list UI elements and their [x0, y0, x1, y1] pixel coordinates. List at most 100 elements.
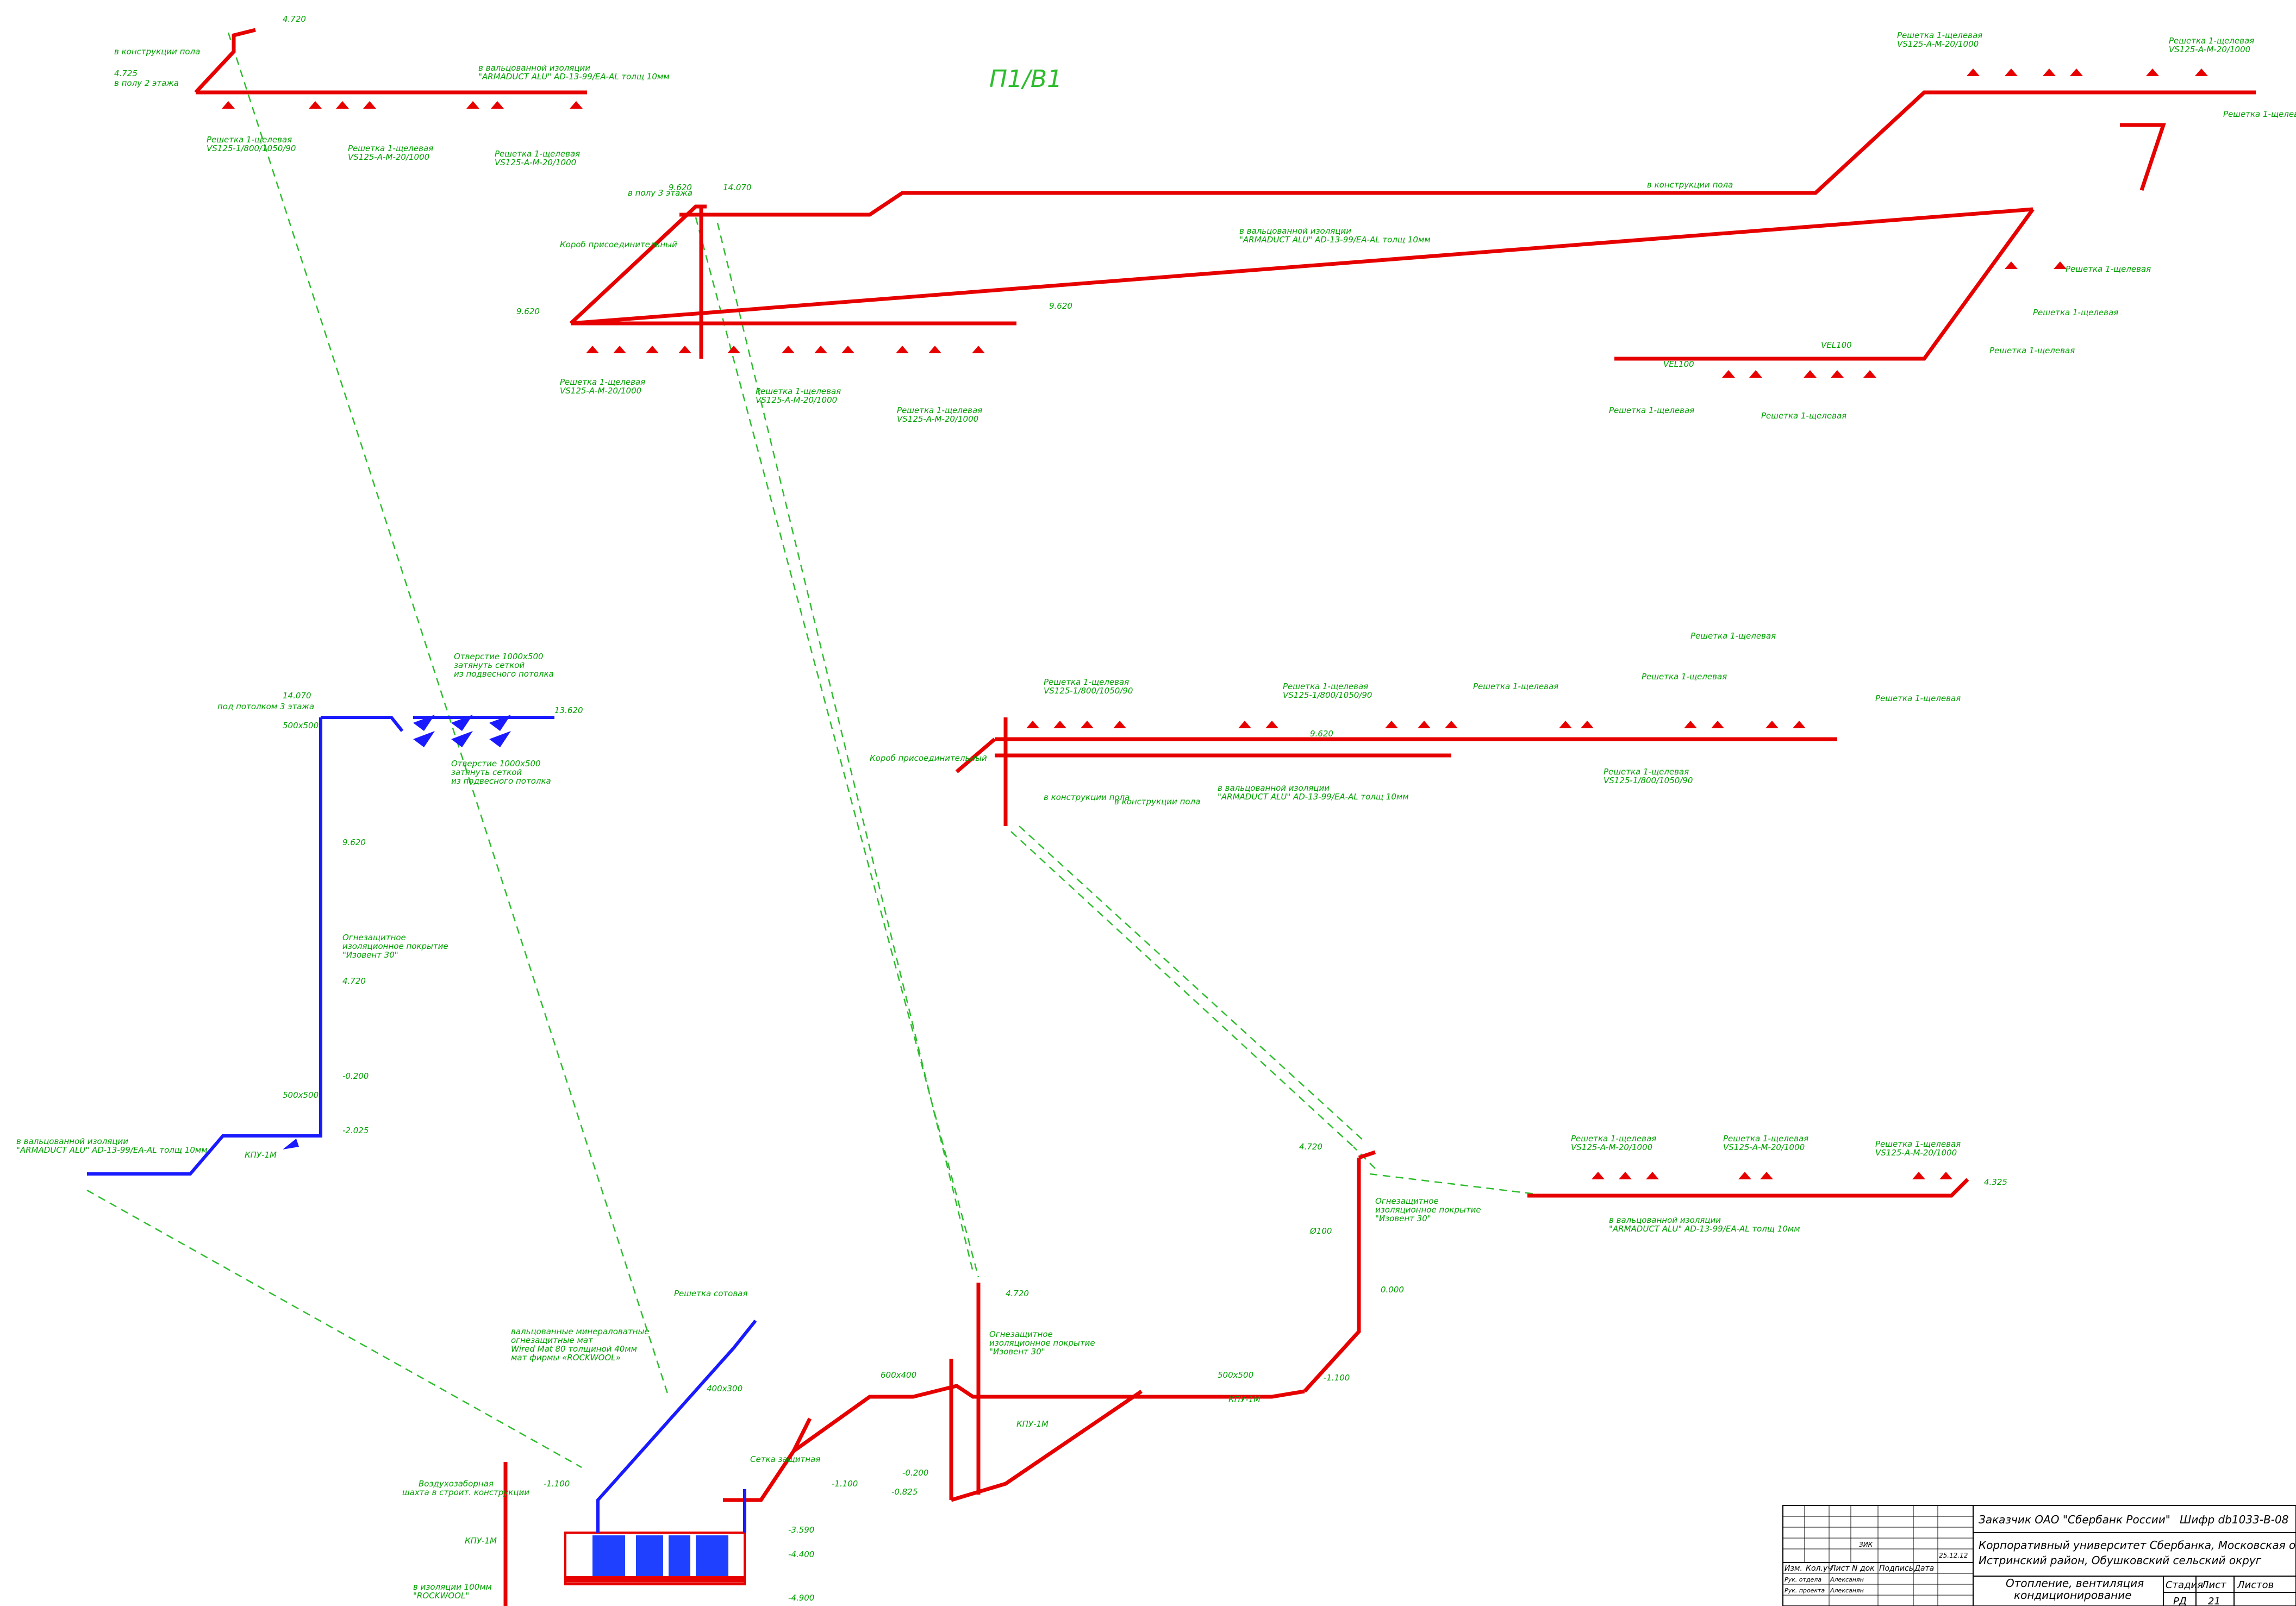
- size-label: 500х500: [283, 1090, 319, 1100]
- grille-label: Решетка 1-щелевая: [2169, 36, 2254, 46]
- col-sheet: Лист: [2201, 1579, 2226, 1591]
- elevation-label: 0.000: [1381, 1285, 1404, 1295]
- shaft-label: Воздухозаборная: [419, 1479, 494, 1489]
- grille-label: Решетка 1-щелевая: [560, 377, 645, 387]
- elevation-label: -4.400: [788, 1549, 814, 1559]
- damper-label: КПУ-1М: [1016, 1419, 1049, 1429]
- grille-label: Решетка 1-щелевая: [1571, 1134, 1656, 1143]
- grille-spec-label: VS125-A-M-20/1000: [1875, 1148, 1957, 1158]
- elevation-label: -3.590: [788, 1525, 814, 1535]
- grille-label: Решетка 1-щелевая: [1473, 682, 1558, 691]
- elevation-label: 9.620: [516, 307, 540, 316]
- insulation-label: в вальцованной изоляции: [1609, 1215, 1721, 1225]
- note-label: в конструкции пола: [1114, 797, 1200, 807]
- grille-spec-label: VS125-1/800/1050/90: [207, 143, 296, 153]
- grille-label: Решетка 1-щелевая: [756, 386, 841, 396]
- note-label: в полу 2 этажа: [114, 78, 179, 88]
- grille-spec-label: VS125-1/800/1050/90: [1044, 686, 1133, 696]
- insulation-label: в вальцованной изоляции: [16, 1136, 128, 1146]
- grille-label: Решетка 1-щелевая: [1283, 682, 1368, 691]
- fire-coating-note: изоляционное покрытие: [342, 941, 448, 951]
- valve-label: VEL100: [1821, 340, 1852, 350]
- insulation-spec-label: "ARMADUCT ALU" AD-13-99/EA-AL толщ 10мм: [16, 1145, 208, 1155]
- customer-label: Заказчик ОАО "Сбербанк России": [1979, 1513, 2170, 1526]
- shaft-note: шахта в строит. конструкции: [402, 1488, 529, 1497]
- col-izm: Изм.: [1785, 1564, 1802, 1573]
- elevation-label: 9.620: [1310, 729, 1333, 739]
- insulation-note: мат фирмы «ROCKWOOL»: [511, 1353, 621, 1363]
- annotations: 4.720 4.725 в полу 2 этажа в конструкции…: [16, 14, 2296, 1603]
- insulation-label: в вальцованной изоляции: [1239, 226, 1351, 236]
- grille-label: Решетка 1-щелевая: [1690, 631, 1776, 641]
- grille-label: Решетка 1-щелевая: [1642, 672, 1727, 682]
- branch-floor3-main: [569, 90, 2256, 361]
- grille-label: Решетка 1-щелевая: [207, 135, 292, 145]
- elevation-label: 9.620: [1049, 301, 1072, 311]
- insulation-note: огнезащитные мат: [511, 1335, 594, 1345]
- doc-title-line-2: кондиционирование: [2014, 1589, 2132, 1602]
- elevation-label: 9.620: [342, 838, 366, 847]
- note-label: в конструкции пола: [1647, 180, 1733, 190]
- project-line-1: Корпоративный университет Сбербанка, Мос…: [1979, 1539, 2296, 1552]
- opening-note: затянуть сеткой: [454, 660, 525, 670]
- damper-label: КПУ-1М: [245, 1150, 277, 1160]
- note-label: под потолком 3 этажа: [217, 702, 314, 711]
- fire-coating-label: Огнезащитное: [1375, 1196, 1439, 1206]
- note-label: в полу 3 этажа: [628, 188, 692, 198]
- col-kol: Кол.уч: [1806, 1564, 1832, 1573]
- project-line-2: Истринский район, Обушковский сельский о…: [1979, 1554, 2262, 1567]
- insulation-label: вальцованные минераловатные: [511, 1327, 650, 1336]
- col-podpis: Подпись: [1879, 1564, 1913, 1573]
- row2-role: Рук. проекта: [1785, 1587, 1825, 1594]
- grille-spec-label: VS125-A-M-20/1000: [560, 386, 641, 396]
- opening-note: затянуть сеткой: [451, 767, 522, 777]
- elevation-label: -1.100: [832, 1479, 858, 1489]
- grille-label: Решетка 1-щелевая: [348, 143, 433, 153]
- note-label: в конструкции пола: [1044, 792, 1130, 802]
- grille-label: Решетка 1-щелевая: [1604, 767, 1689, 777]
- grille-spec-label: VS125-A-M-20/1000: [756, 395, 837, 405]
- branch-floor2: [194, 28, 587, 95]
- opening-note: из подвесного потолка: [451, 776, 551, 786]
- insulation-label: в изоляции 100мм: [413, 1582, 492, 1592]
- elevation-label: 4.720: [1006, 1289, 1029, 1298]
- size-label: 500х500: [283, 721, 319, 730]
- supply-main-bottom: [503, 1283, 1305, 1606]
- grille-label: Решетка 1-щелевая: [1761, 411, 1846, 421]
- branch-middle-grilles: [1026, 721, 1806, 728]
- title-block: Заказчик ОАО "Сбербанк России" Шифр db10…: [1782, 1505, 2296, 1606]
- elevation-label: 4.720: [1299, 1142, 1322, 1152]
- fire-coating-note: изоляционное покрытие: [1375, 1205, 1481, 1215]
- grille-spec-label: VS125-A-M-20/1000: [1571, 1142, 1652, 1152]
- grille-label: Решетка 1-щелевая: [1609, 405, 1694, 415]
- branch-lower-right: [1303, 1150, 1969, 1393]
- grille-label: Решетка 1-щелевая: [897, 405, 982, 415]
- projection-lines: [86, 32, 1550, 1468]
- elevation-label: -4.900: [788, 1593, 814, 1603]
- air-handling-unit: [564, 1532, 746, 1585]
- exhaust-ceiling-grilles: [283, 715, 511, 1149]
- grille-spec-label: VS125-1/800/1050/90: [1604, 776, 1693, 785]
- note-label: в конструкции пола: [114, 47, 200, 57]
- elevation-label: 4.725: [114, 68, 138, 78]
- insulation-spec-label: "ARMADUCT ALU" AD-13-99/EA-AL толщ 10мм: [478, 72, 670, 82]
- grille-label: Решетка 1-щелевая: [495, 149, 580, 159]
- grille-label: Решетка 1-щелевая: [2223, 109, 2296, 119]
- grille-label: Решетка 1-щелевая: [1875, 693, 1961, 703]
- grille-label: Решетка сотовая: [674, 1289, 747, 1298]
- doc-title-line-1: Отопление, вентиляция: [2006, 1577, 2144, 1590]
- grille-label: Решетка 1-щелевая: [1044, 677, 1129, 687]
- elevation-label: 4.720: [342, 976, 366, 986]
- row2-name: Алексанян: [1830, 1587, 1864, 1594]
- damper-label: КПУ-1М: [465, 1536, 497, 1546]
- box-label: Короб присоединительный: [560, 240, 677, 249]
- fire-coating-label: Огнезащитное: [342, 933, 406, 942]
- col-list: Лист: [1830, 1564, 1850, 1573]
- elevation-label: -0.200: [902, 1468, 928, 1478]
- mesh-label: Сетка защитная: [750, 1454, 820, 1464]
- date-value: 25.12.12: [1939, 1552, 1968, 1559]
- row1-role: Рук. отдела: [1785, 1576, 1821, 1583]
- grille-spec-label: VS125-A-M-20/1000: [1897, 39, 1979, 49]
- elevation-label: 13.620: [554, 705, 583, 715]
